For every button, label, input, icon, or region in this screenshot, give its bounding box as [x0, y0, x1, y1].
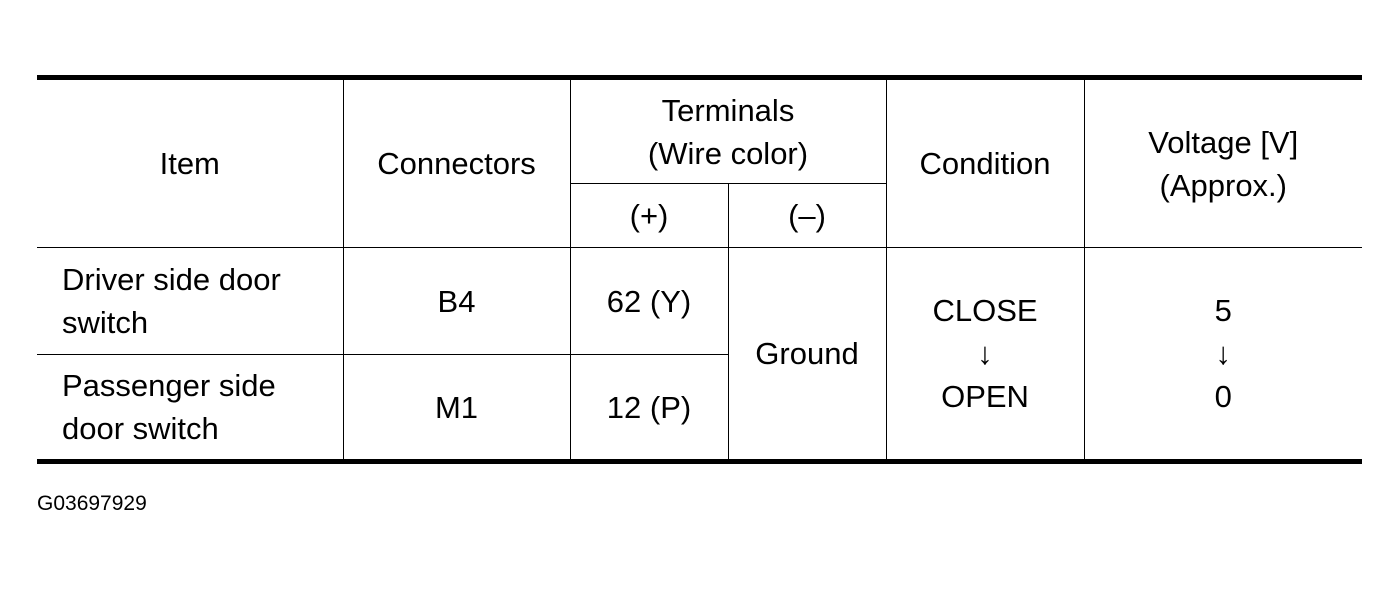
terminal-plus-cell: 62 (Y): [569, 247, 729, 355]
item-line2: switch: [62, 305, 149, 340]
connector-cell: B4: [342, 247, 571, 355]
header-terminals-line2: (Wire color): [647, 135, 809, 171]
connector-cell: M1: [342, 354, 571, 462]
item-line1: Passenger side: [62, 368, 276, 403]
header-connectors: Connectors: [342, 77, 571, 248]
item-cell: Driver side door switch: [37, 247, 344, 355]
voltage-from: 5: [1214, 293, 1232, 328]
item-cell: Passenger side door switch: [37, 354, 344, 462]
terminal-plus-cell: 12 (P): [569, 354, 728, 462]
item-line2: door switch: [62, 411, 219, 446]
item-line1: Driver side door: [62, 262, 281, 297]
header-item: Item: [37, 77, 344, 248]
header-terminals: Terminals (Wire color): [569, 77, 887, 184]
condition-cell: CLOSE ↓ OPEN: [885, 247, 1085, 462]
header-subrow: (+) (–): [37, 183, 1362, 248]
header-condition: Condition: [885, 77, 1085, 248]
header-voltage-line2: (Approx.): [1159, 167, 1287, 203]
voltage-to: 0: [1214, 379, 1232, 414]
voltage-arrow-icon: ↓: [1215, 336, 1232, 371]
voltage-cell: 5 ↓ 0: [1083, 247, 1363, 462]
header-terminal-plus: (+): [570, 183, 729, 248]
table-row: Driver side door switch B4 62 (Y) Ground…: [37, 247, 1363, 462]
terminal-minus-cell: Ground: [727, 247, 887, 462]
header-voltage: Voltage [V] (Approx.): [1083, 77, 1363, 248]
header-voltage-line1: Voltage [V]: [1148, 124, 1299, 160]
table-row: Passenger side door switch M1 12 (P): [37, 354, 1362, 462]
condition-to: OPEN: [941, 379, 1029, 414]
condition-from: CLOSE: [932, 293, 1038, 328]
header-row: Item Connectors Terminals (Wire color) C…: [37, 77, 1363, 248]
header-terminals-line1: Terminals: [661, 92, 795, 128]
door-switch-spec-table: Item Connectors Terminals (Wire color) C…: [37, 75, 1363, 464]
condition-arrow-icon: ↓: [977, 336, 993, 371]
figure-id: G03697929: [37, 492, 147, 515]
header-terminal-minus: (–): [727, 183, 887, 248]
